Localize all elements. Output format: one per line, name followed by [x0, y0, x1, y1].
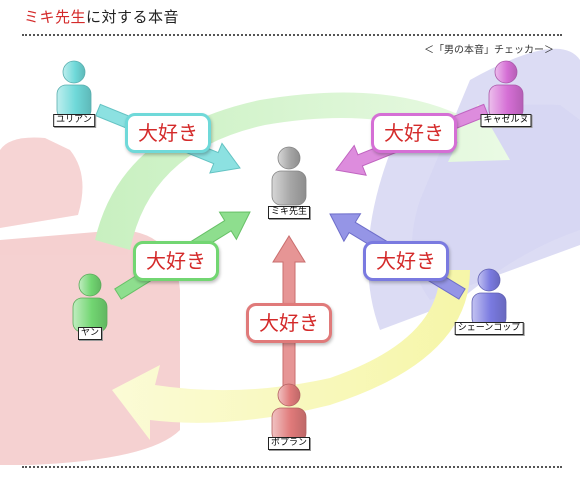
name-tag-poplan: ポプラン [267, 437, 311, 450]
figure-body [271, 170, 307, 206]
person-figure-yurian [56, 60, 92, 120]
title-highlight: ミキ先生 [24, 8, 87, 26]
person-figure-center [271, 146, 307, 206]
label-yan: 大好き [133, 241, 219, 281]
top-divider [22, 34, 562, 36]
name-tag-kyazeru: キャゼルヌ [480, 114, 532, 127]
credit-text: ＜「男の本音」チェッカー＞ [424, 45, 554, 56]
figure-head [277, 383, 301, 407]
bottom-divider [22, 466, 562, 468]
person-figure-kyazeru [488, 60, 524, 120]
label-yurian: 大好き [125, 113, 211, 153]
person-figure-yan [72, 273, 108, 333]
figure-head [277, 146, 301, 170]
people-figures [56, 60, 524, 443]
label-kyazeru: 大好き [371, 113, 457, 153]
figure-head [78, 273, 102, 297]
person-figure-shenkopf [471, 268, 507, 328]
figure-head [477, 268, 501, 292]
label-poplan: 大好き [246, 303, 332, 343]
figure-head [494, 60, 518, 84]
center-name-tag: ミキ先生 [267, 206, 311, 219]
yellow-arc-arrow [112, 270, 470, 440]
label-shenkopf: 大好き [363, 241, 449, 281]
name-tag-yan: ヤン [77, 327, 103, 340]
name-tag-yurian: ユリアン [53, 114, 95, 127]
person-figure-poplan [271, 383, 307, 443]
figure-head [62, 60, 86, 84]
name-tag-shenkopf: シェーンコップ [454, 322, 524, 335]
faded-blue-figure [368, 48, 580, 330]
page-title: ミキ先生に対する本音 [24, 6, 179, 27]
title-rest: に対する本音 [86, 8, 180, 26]
